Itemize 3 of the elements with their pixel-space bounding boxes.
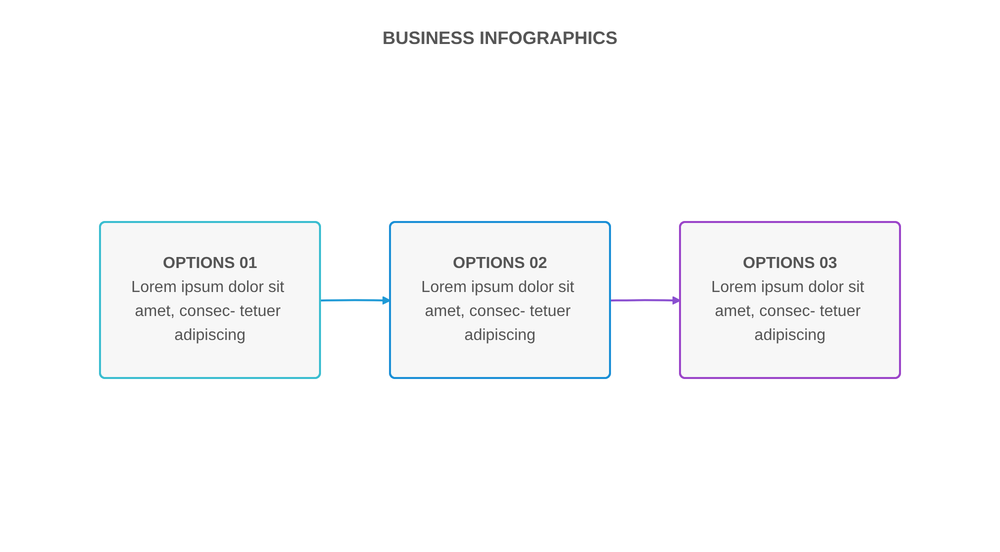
title: BUSINESS INFOGRAPHICS xyxy=(381,28,619,49)
arrow xyxy=(610,296,681,305)
arrow xyxy=(320,296,391,305)
